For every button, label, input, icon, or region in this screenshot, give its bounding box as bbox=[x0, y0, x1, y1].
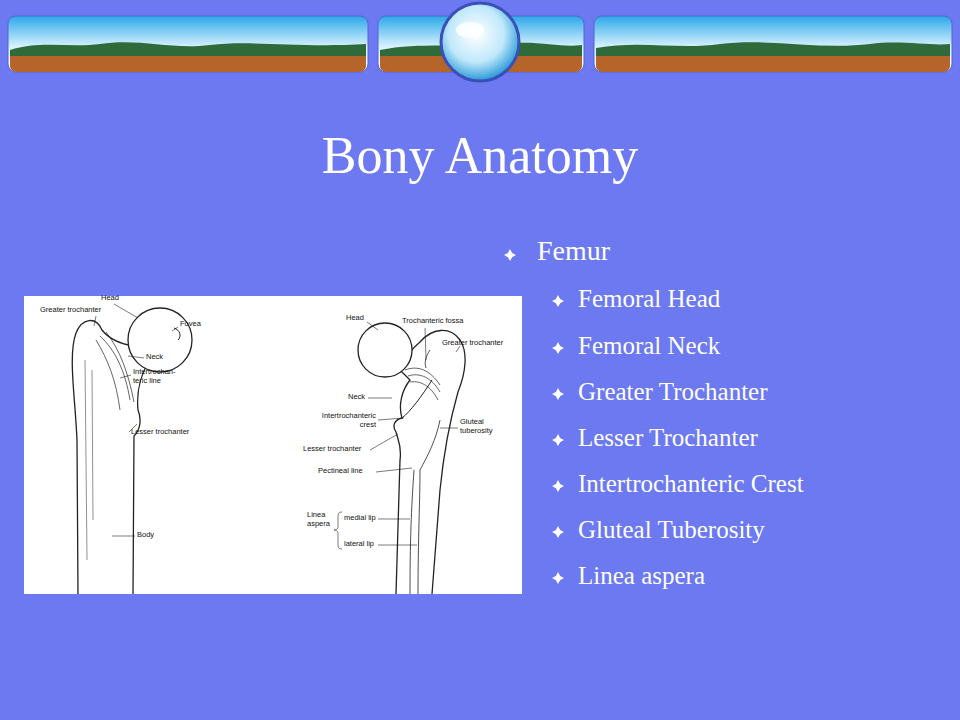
bullet-item: Lesser Trochanter bbox=[578, 424, 758, 453]
bullet-symbol bbox=[552, 480, 564, 492]
bullet-symbol bbox=[552, 526, 564, 538]
bullet-symbol bbox=[552, 434, 564, 446]
bullet-item: Intertrochanteric Crest bbox=[578, 470, 804, 499]
bullet-symbol bbox=[552, 388, 564, 400]
part-label: Lesser trochanter bbox=[131, 428, 189, 437]
bullet-item: Linea aspera bbox=[578, 562, 705, 591]
part-label: Greater trochanter bbox=[442, 339, 503, 348]
bullet-symbol bbox=[504, 249, 516, 261]
slide-title: Bony Anatomy bbox=[0, 126, 960, 186]
part-label: Head bbox=[101, 294, 119, 303]
bullet-symbol bbox=[552, 295, 564, 307]
bullet-symbol bbox=[552, 572, 564, 584]
part-label: Body bbox=[137, 531, 154, 540]
part-label: Head bbox=[346, 314, 364, 323]
part-label: Intertrochanteric crest bbox=[312, 412, 376, 429]
part-label: Neck bbox=[348, 393, 365, 402]
bullet-item: Femoral Neck bbox=[578, 332, 720, 361]
header-band bbox=[8, 3, 952, 81]
part-label: medial lip bbox=[344, 514, 376, 523]
part-label: Greater trochanter bbox=[40, 306, 101, 315]
bullet-heading: Femur bbox=[537, 235, 610, 267]
part-label: Intertrochan- teric line bbox=[133, 368, 183, 385]
part-label: Gluteal tuberosity bbox=[460, 418, 504, 435]
femur-illustration bbox=[24, 296, 522, 594]
bullet-symbol bbox=[552, 342, 564, 354]
part-label: Pectineal line bbox=[318, 467, 363, 476]
bullet-item: Femoral Head bbox=[578, 285, 720, 314]
part-label: Fovea bbox=[180, 320, 201, 329]
bullet-item: Greater Trochanter bbox=[578, 378, 768, 407]
part-label: Trochanteric fossa bbox=[402, 317, 463, 326]
bullet-item: Gluteal Tuberosity bbox=[578, 516, 765, 545]
part-label: Neck bbox=[146, 353, 163, 362]
part-label: Linea aspera bbox=[307, 511, 337, 528]
part-label: lateral lip bbox=[344, 540, 374, 549]
part-label: Lesser trochanter bbox=[303, 445, 361, 454]
